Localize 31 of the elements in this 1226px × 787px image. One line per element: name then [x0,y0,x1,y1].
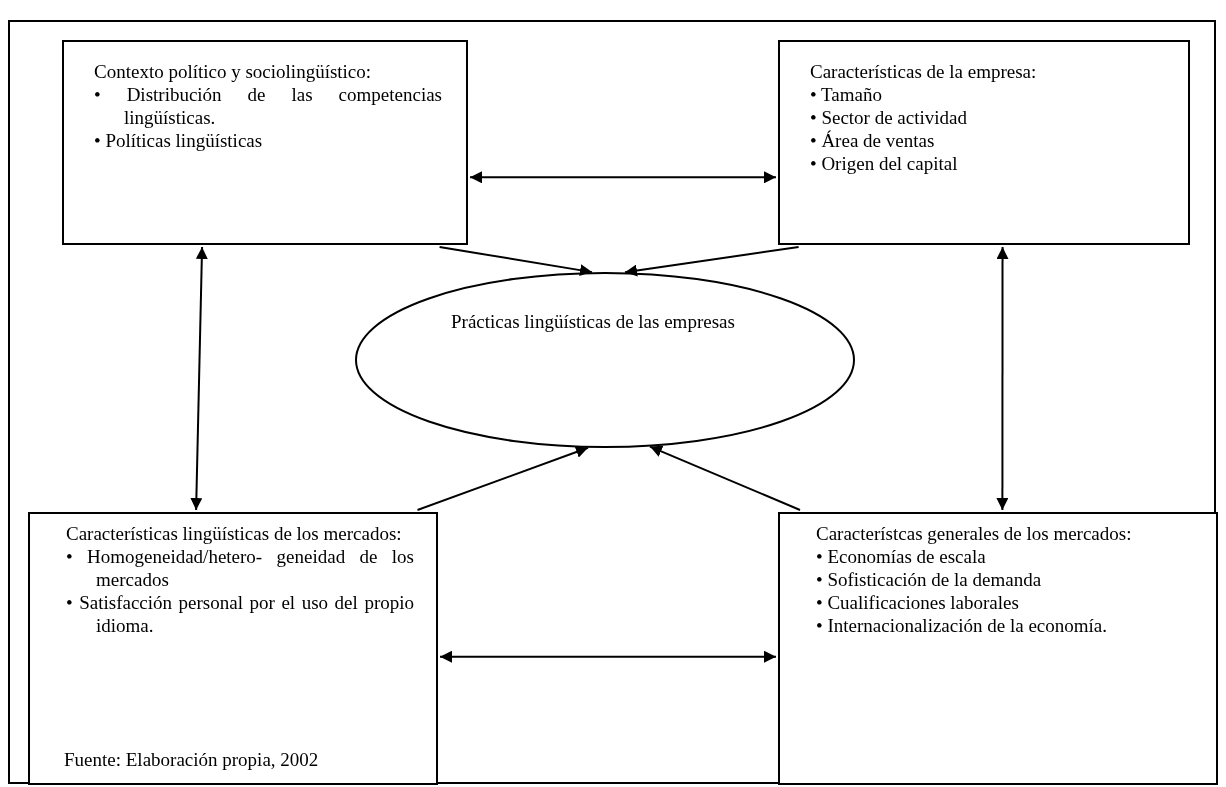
box-heading: Característcas generales de los mercados: [816,522,1133,545]
bullet-item: • Cualificaciones laborales [816,591,1020,614]
source-note: Fuente: Elaboración propia, 2002 [64,748,319,771]
box-heading: Características lingüísticas de los mercados: [66,522,403,545]
arrow [190,246,208,511]
bullet-item: • Homogeneidad/hetero- geneidad de los mercados [66,545,414,591]
text-box [778,40,1190,245]
box-heading: Prácticas lingüísticas de las empresas [451,310,736,333]
bullet-item: • Área de ventas [810,129,936,152]
text-box [62,40,468,245]
text-box [778,512,1218,785]
arrow [438,246,593,277]
bullet-item: • Satisfacción personal por el uso del propio idioma. [66,591,414,637]
bullet-item: • Distribución de las competencias lingüísticas. [94,83,442,129]
bullet-item: • Políticas lingüísticas [94,129,264,152]
bullet-item: • Origen del capital [810,152,959,175]
text-box [28,512,438,785]
arrow [439,650,777,663]
arrow [416,446,589,511]
arrow [649,445,801,511]
arrow [624,246,800,277]
bullet-item: • Sofisticación de la demanda [816,568,1043,591]
box-heading: Características de la empresa: [810,60,1038,83]
arrow [469,171,777,184]
bullet-item: • Sector de actividad [810,106,968,129]
bullet-item: • Tamaño [810,83,883,106]
box-heading: Contexto político y sociolingüístico: [94,60,373,83]
ellipse-node [355,272,855,448]
bullet-item: • Economías de escala [816,545,987,568]
arrow [996,246,1009,511]
bullet-item: • Internacionalización de la economía. [816,614,1108,637]
